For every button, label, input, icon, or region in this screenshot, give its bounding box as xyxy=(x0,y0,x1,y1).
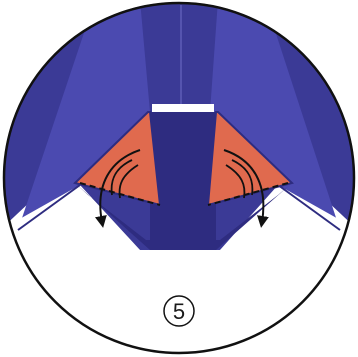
step-number: 5 xyxy=(173,299,185,324)
center-column xyxy=(150,112,216,250)
center-column-highlight xyxy=(152,104,214,112)
circled-step-number-icon: 5 xyxy=(164,296,194,326)
